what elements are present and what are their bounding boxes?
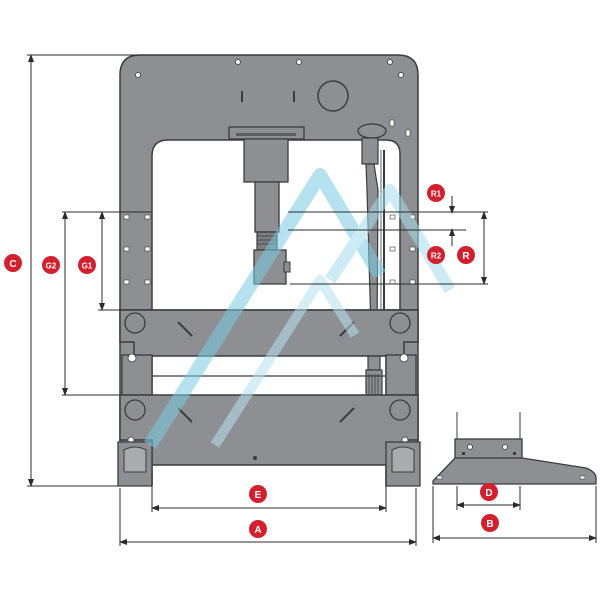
bolt-hole <box>235 59 241 65</box>
bolt-hole <box>296 59 302 65</box>
dimension-lines <box>27 54 597 546</box>
slot <box>293 91 295 102</box>
badge-C: C <box>4 254 22 272</box>
badge-label-R: R <box>462 251 470 262</box>
side-fastener <box>144 214 151 220</box>
badge-label-B: B <box>486 519 493 530</box>
badge-label-G1: G1 <box>82 262 93 271</box>
feet <box>117 441 421 487</box>
side-fastener <box>144 246 151 252</box>
badge-R2: R2 <box>427 246 445 264</box>
badge-label-R1: R1 <box>431 190 442 199</box>
badge-label-R2: R2 <box>431 252 442 261</box>
side-fastener <box>389 279 396 285</box>
bolt-hole <box>387 59 393 65</box>
side-fastener <box>123 246 130 252</box>
side-view-base <box>432 412 597 485</box>
badge-A: A <box>249 520 267 538</box>
side-fastener <box>144 279 151 285</box>
badge-label-D: D <box>485 488 492 499</box>
badge-B: B <box>481 514 499 532</box>
side-fastener <box>123 214 130 220</box>
side-fastener <box>409 279 416 285</box>
slot <box>241 91 243 102</box>
pressure-gauge <box>317 80 349 112</box>
bolt-hole <box>398 72 404 78</box>
badge-label-G2: G2 <box>46 262 57 271</box>
side-fastener <box>409 246 416 252</box>
badge-D: D <box>480 483 498 501</box>
side-fastener <box>405 129 411 137</box>
badge-G2: G2 <box>42 256 60 274</box>
bolt-hole <box>135 72 141 78</box>
side-fastener <box>123 279 130 285</box>
badge-label-A: A <box>254 525 261 536</box>
badge-G1: G1 <box>78 256 96 274</box>
badge-label-C: C <box>9 259 16 270</box>
badge-R: R <box>457 246 475 264</box>
side-fastener <box>389 119 395 127</box>
badge-R1: R1 <box>427 184 445 202</box>
badge-E: E <box>249 485 267 503</box>
side-fastener <box>389 214 396 220</box>
badge-label-E: E <box>255 490 262 501</box>
side-fastener <box>389 246 396 252</box>
